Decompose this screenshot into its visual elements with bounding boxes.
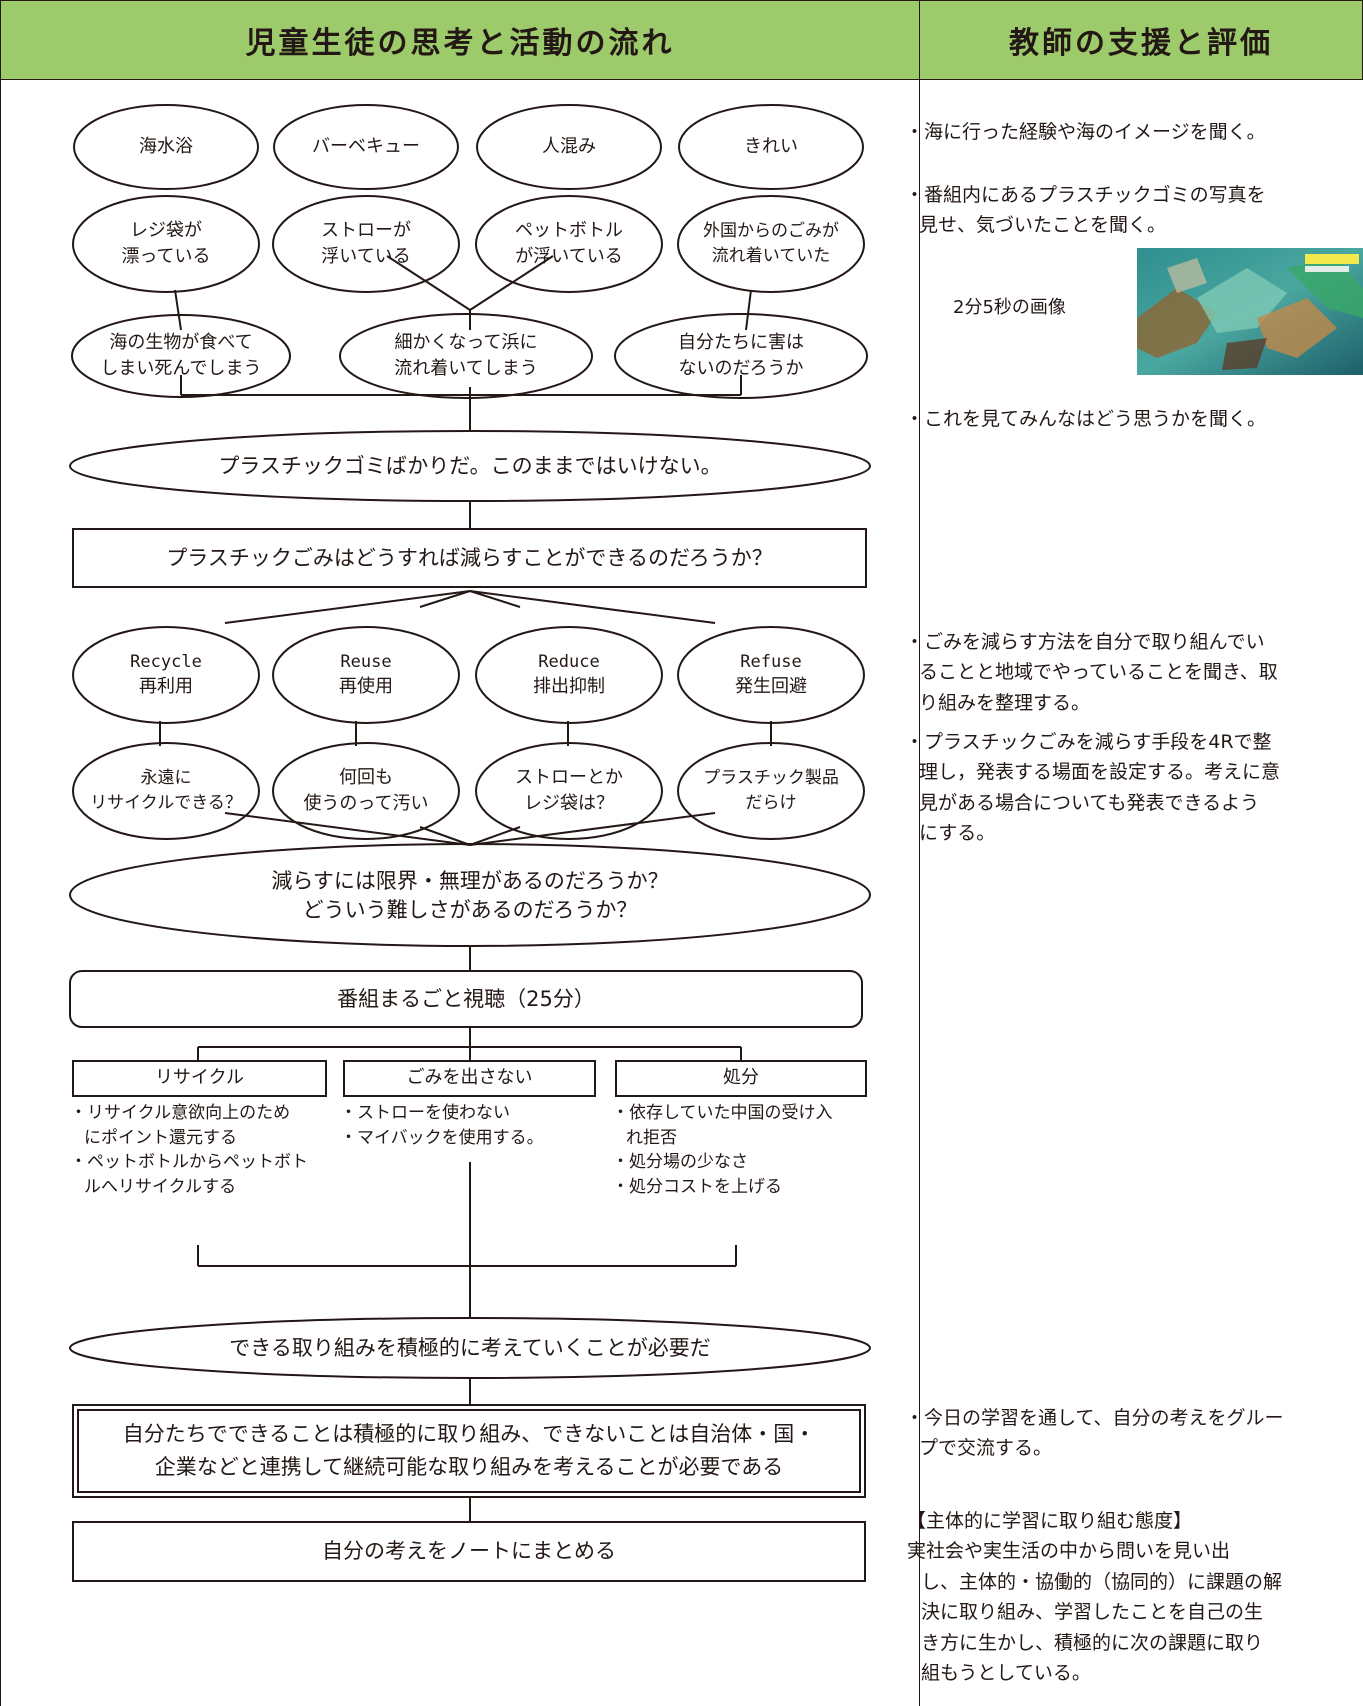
reflection-node: ストローとかレジ袋は？: [515, 766, 623, 814]
category-label-recycle: リサイクル: [154, 1067, 245, 1089]
reflection-node: プラスチック製品だらけ: [703, 768, 839, 813]
support-note-2: ・番組内にあるプラスチックゴミの写真を 見せ、気づいたことを聞く。: [905, 184, 1266, 237]
category-label-disposal: 処分: [723, 1067, 759, 1089]
conclusion-ellipse: プラスチックゴミばかりだ。このままではいけない。: [218, 453, 722, 478]
idea-node: 海水浴: [139, 135, 193, 157]
support-column-header: 教師の支援と評価: [919, 0, 1363, 80]
support-note-6: ・今日の学習を通して、自分の考えをグルー プで交流する。: [905, 1407, 1284, 1460]
category-items-recycle: ・リサイクル意欲向上のため にポイント還元する ・ペットボトルからペットボト ル…: [70, 1103, 308, 1197]
summary-box: 自分たちでできることは積極的に取り組み、できないことは自治体・国・企業などと連携…: [122, 1422, 816, 1479]
category-items-disposal: ・依存していた中国の受け入 れ拒否 ・処分場の少なさ ・処分コストを上げる: [612, 1103, 833, 1197]
reflection-node: 永遠にリサイクルできる？: [90, 768, 242, 813]
observation-node: ストローが浮いている: [321, 219, 411, 267]
evaluation-criteria: 【主体的に学習に取り組む態度】 実社会や実生活の中から問いを見い出 し、主体的・…: [907, 1506, 1282, 1688]
observation-node: ペットボトルが浮いている: [515, 219, 623, 267]
final-task-box: 自分の考えをノートにまとめる: [322, 1539, 616, 1564]
category-items-no-waste: ・ストローを使わない ・マイバックを使用する。: [340, 1101, 544, 1151]
reflection-node: 何回も使うのって汚い: [303, 766, 429, 814]
support-note-3: ・これを見てみんなはどう思うかを聞く。: [905, 408, 1267, 430]
category-label-no-waste: ごみを出さない: [406, 1067, 533, 1089]
idea-node: 人混み: [542, 135, 596, 157]
limit-question-ellipse: 減らすには限界・無理があるのだろうか？どういう難しさがあるのだろうか？: [271, 868, 669, 922]
guiding-question-box: プラスチックごみはどうすれば減らすことができるのだろうか？: [166, 545, 773, 570]
observation-node: レジ袋が漂っている: [121, 219, 211, 267]
program-screenshot-image: [1137, 248, 1363, 375]
observation-node: 外国からのごみが流れ着いていた: [703, 221, 839, 266]
concern-node: 細かくなって浜に流れ着いてしまう: [394, 331, 538, 379]
flow-column-header: 児童生徒の思考と活動の流れ: [0, 0, 920, 80]
idea-node: きれい: [744, 135, 798, 157]
program-viewing-box: 番組まるごと視聴（25分）: [337, 986, 595, 1011]
support-note-1: ・海に行った経験や海のイメージを聞く。: [905, 121, 1266, 143]
support-note-5: ・プラスチックごみを減らす手段を4Rで整 理し，発表する場面を設定する。考えに意…: [905, 731, 1281, 845]
conclusion-ellipse-2: できる取り組みを積極的に考えていくことが必要だ: [229, 1335, 711, 1360]
flow-column-body: [0, 79, 920, 1706]
image-caption: 2分5秒の画像: [953, 297, 1066, 318]
idea-node: バーベキュー: [312, 135, 420, 157]
concern-node: 海の生物が食べてしまい死んでしまう: [100, 331, 262, 379]
concern-node: 自分たちに害はないのだろうか: [678, 331, 804, 379]
support-note-4: ・ごみを減らす方法を自分で取り組んでい ることと地域でやっていることを聞き、取 …: [905, 631, 1278, 714]
evaluation-title: 【主体的に学習に取り組む態度】: [907, 1510, 1193, 1532]
